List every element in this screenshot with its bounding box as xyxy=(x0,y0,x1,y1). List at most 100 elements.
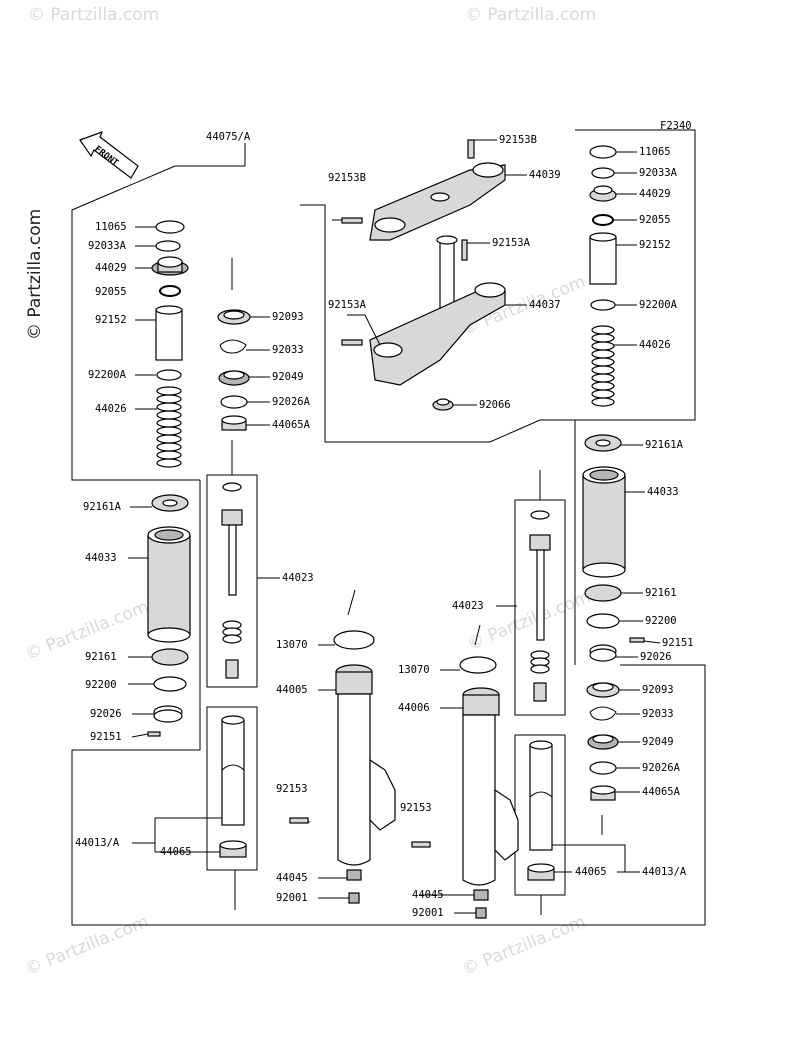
spacer-92152-left xyxy=(155,305,183,361)
label-44033-right: 44033 xyxy=(647,486,679,498)
circlip-92033-left xyxy=(219,339,247,354)
outer-tube-44005 xyxy=(333,630,396,904)
seat-92161-right xyxy=(584,584,622,602)
label-92200a-left: 92200A xyxy=(88,369,127,381)
label-44065a-right: 44065A xyxy=(642,786,681,798)
left-fork-parts xyxy=(147,220,396,910)
bush-44065-left xyxy=(219,840,247,858)
outer-tube-44006 xyxy=(459,656,519,919)
piston-44023-right xyxy=(529,510,551,702)
cap-11065-right xyxy=(589,145,617,159)
seal-92093-left xyxy=(217,309,251,325)
triple-clamp-parts xyxy=(341,139,506,411)
label-44006: 44006 xyxy=(398,702,430,714)
o-ring-92055-left xyxy=(159,285,181,297)
label-44013a-right: 44013/A xyxy=(642,866,687,878)
cap-11065-left xyxy=(155,220,185,234)
label-92153a-right: 92153A xyxy=(492,237,531,249)
label-92026a-left: 92026A xyxy=(272,396,311,408)
front-arrow-icon: FRONT xyxy=(79,130,139,179)
circlip-92033-right xyxy=(589,706,617,721)
label-92001-right: 92001 xyxy=(412,907,444,919)
bolt-92153b-mid xyxy=(341,217,363,224)
label-44023-left: 44023 xyxy=(282,572,314,584)
label-92200-left: 92200 xyxy=(85,679,117,691)
label-44045-left: 44045 xyxy=(276,872,308,884)
washer-92026a-left xyxy=(220,395,248,409)
seat-92161a-left xyxy=(151,494,189,512)
bolt-92153a-left xyxy=(341,339,363,346)
leader-lines xyxy=(128,139,661,914)
label-44029-left: 44029 xyxy=(95,262,127,274)
washer-92026a-right xyxy=(589,761,617,775)
label-44039: 44039 xyxy=(529,169,561,181)
label-44026-right: 44026 xyxy=(639,339,671,351)
screw-92151-left xyxy=(147,731,161,737)
cover-44033-right xyxy=(582,466,626,578)
label-44005: 44005 xyxy=(276,684,308,696)
spacer-92152-right xyxy=(589,232,617,285)
piston-44023-left xyxy=(221,482,243,679)
clamp-92026-left xyxy=(153,705,183,723)
label-44075a: 44075/A xyxy=(206,131,251,143)
label-44026-left: 44026 xyxy=(95,403,127,415)
spring-44026-right xyxy=(591,325,615,407)
watermark: © Partzilla.com xyxy=(459,912,588,980)
label-92200a-right: 92200A xyxy=(639,299,678,311)
label-92033-right: 92033 xyxy=(642,708,674,720)
label-44013a-left: 44013/A xyxy=(75,837,120,849)
label-13070-left: 13070 xyxy=(276,639,308,651)
label-92153b-top: 92153B xyxy=(499,134,537,146)
bolt-44029-right xyxy=(589,185,617,202)
label-92153-right: 92153 xyxy=(400,802,432,814)
o-ring-92033a-right xyxy=(591,167,615,179)
label-92093-left: 92093 xyxy=(272,311,304,323)
label-92152-right: 92152 xyxy=(639,239,671,251)
label-92066: 92066 xyxy=(479,399,511,411)
label-44065a-left: 44065A xyxy=(272,419,311,431)
bolt-92153-right xyxy=(411,841,431,848)
seal-92049-left xyxy=(218,370,250,386)
spring-44026-left xyxy=(156,386,182,468)
label-44023-right: 44023 xyxy=(452,600,484,612)
label-92033a-right: 92033A xyxy=(639,167,678,179)
watermark: © Partzilla.com xyxy=(22,912,151,980)
seal-92093-right xyxy=(586,682,620,698)
bush-44065a-right xyxy=(590,785,616,801)
right-fork-parts xyxy=(411,145,645,919)
label-44065-right: 44065 xyxy=(575,866,607,878)
washer-92200a-left xyxy=(156,369,182,381)
label-92055-right: 92055 xyxy=(639,214,671,226)
label-92026-right: 92026 xyxy=(640,651,672,663)
label-92049-left: 92049 xyxy=(272,371,304,383)
diagram-code: F2340 xyxy=(660,120,692,132)
label-92055-left: 92055 xyxy=(95,286,127,298)
label-92026-left: 92026 xyxy=(90,708,122,720)
assembly-outlines xyxy=(71,129,706,926)
seal-92049-right xyxy=(587,734,619,750)
watermark: © Partzilla.com xyxy=(465,5,596,25)
label-92151-right: 92151 xyxy=(662,637,694,649)
label-92033a-left: 92033A xyxy=(88,240,127,252)
lower-bracket-44037 xyxy=(369,235,506,386)
label-92151-left: 92151 xyxy=(90,731,122,743)
label-92161-right: 92161 xyxy=(645,587,677,599)
label-92161-left: 92161 xyxy=(85,651,117,663)
o-ring-92033a-left xyxy=(155,240,181,252)
label-92153a-left: 92153A xyxy=(328,299,367,311)
label-13070-right: 13070 xyxy=(398,664,430,676)
label-92161a-right: 92161A xyxy=(645,439,684,451)
label-92200-right: 92200 xyxy=(645,615,677,627)
label-44037: 44037 xyxy=(529,299,561,311)
label-44033-left: 44033 xyxy=(85,552,117,564)
bush-44065-right xyxy=(527,863,555,881)
bolt-92153-left xyxy=(289,817,309,824)
cover-44033-left xyxy=(147,526,191,643)
label-11065-right: 11065 xyxy=(639,146,671,158)
bolt-92153a-right xyxy=(461,239,468,261)
damper-tube-right xyxy=(529,740,553,851)
washer-92200-right xyxy=(586,613,620,629)
label-44045-right: 44045 xyxy=(412,889,444,901)
label-92026a-right: 92026A xyxy=(642,762,681,774)
